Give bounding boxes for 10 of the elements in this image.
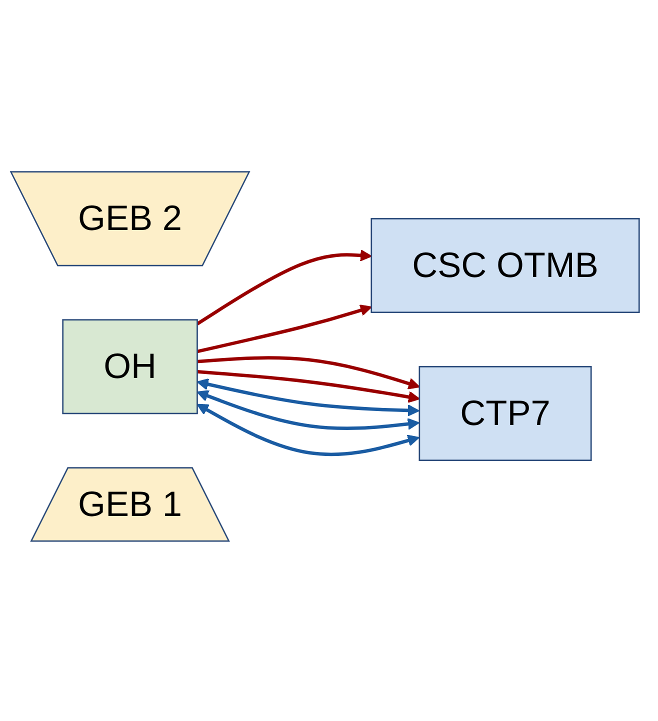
arrow: [196, 404, 420, 456]
node-box: OH: [62, 319, 198, 414]
arrow: [196, 250, 372, 326]
arrow: [197, 370, 420, 403]
arrow: [196, 390, 420, 430]
node-box: CTP7: [418, 366, 592, 462]
node-box: CSC OTMB: [370, 218, 640, 314]
arrow: [196, 304, 372, 354]
arrow: [197, 356, 420, 390]
arrow: [196, 378, 420, 416]
